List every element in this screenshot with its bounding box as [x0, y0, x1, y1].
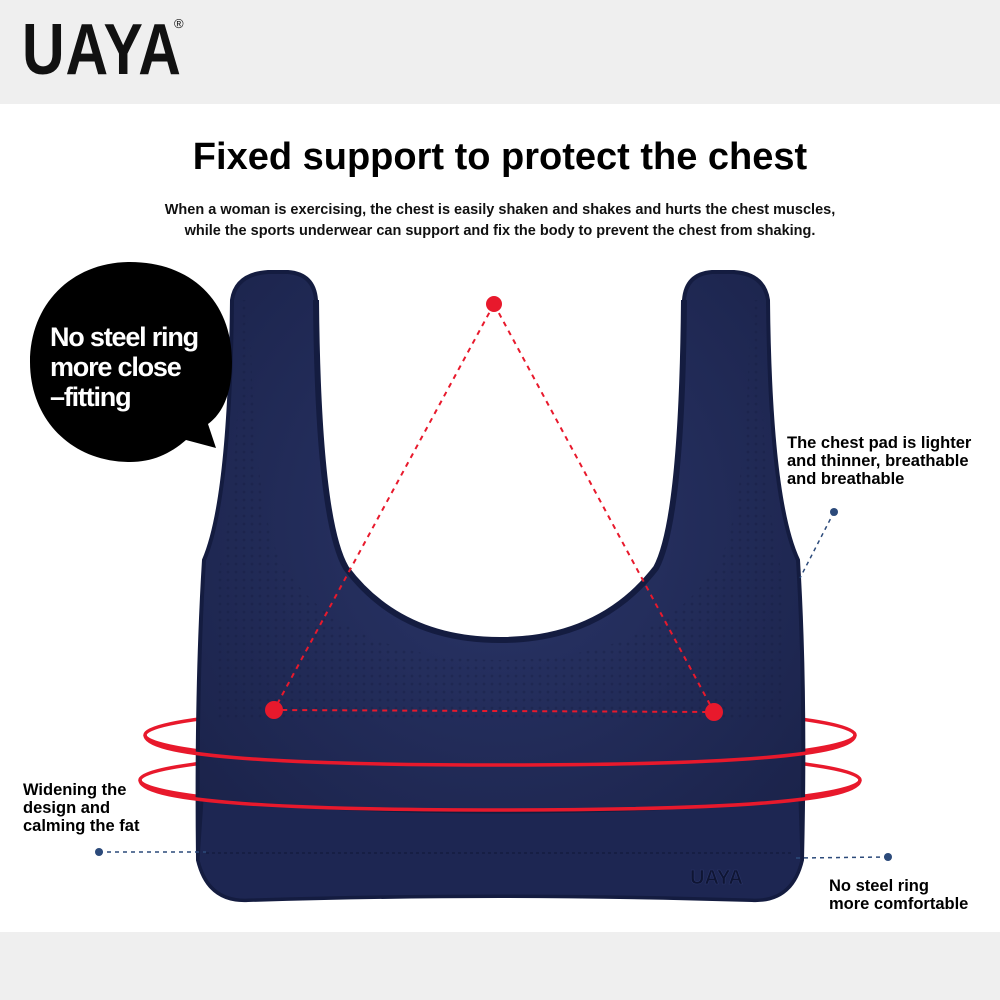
description-line: When a woman is exercising, the chest is… — [164, 202, 836, 218]
pointer-dot — [830, 508, 838, 516]
triangle-right-dot — [705, 703, 723, 721]
mesh-panel — [215, 300, 785, 720]
description: When a woman is exercising, the chest is… — [0, 200, 1000, 242]
support-triangle — [272, 303, 716, 714]
annotation-no-steel-ring: No steel ring more comfortable — [829, 877, 969, 913]
speech-bubble — [30, 262, 232, 462]
pointer-chest-pad — [799, 511, 835, 579]
support-ring-front — [138, 779, 862, 812]
triangle-apex-dot — [486, 296, 502, 312]
pointer-dot — [884, 853, 892, 861]
under-band — [196, 798, 804, 902]
header-band — [0, 0, 1000, 104]
triangle-left-dot — [265, 701, 283, 719]
support-ring-front — [143, 734, 857, 767]
annotation-widening: Widening the design and calming the fat — [23, 781, 140, 835]
registered-mark: ® — [174, 16, 184, 31]
callout-bubble-text: No steel ring more close –fitting — [50, 322, 199, 412]
page-title: Fixed support to protect the chest — [192, 136, 808, 178]
neckline-trim — [313, 299, 687, 644]
footer-band — [0, 932, 1000, 1000]
brand-logo: UAYA — [22, 10, 182, 90]
description-line: while the sports underwear can support a… — [184, 223, 816, 239]
pointer-no-steel-ring — [795, 856, 889, 859]
annotation-chest-pad: The chest pad is lighter and thinner, br… — [787, 434, 972, 488]
pointer-dot — [95, 848, 103, 856]
band-logo: UAYA — [690, 867, 743, 889]
